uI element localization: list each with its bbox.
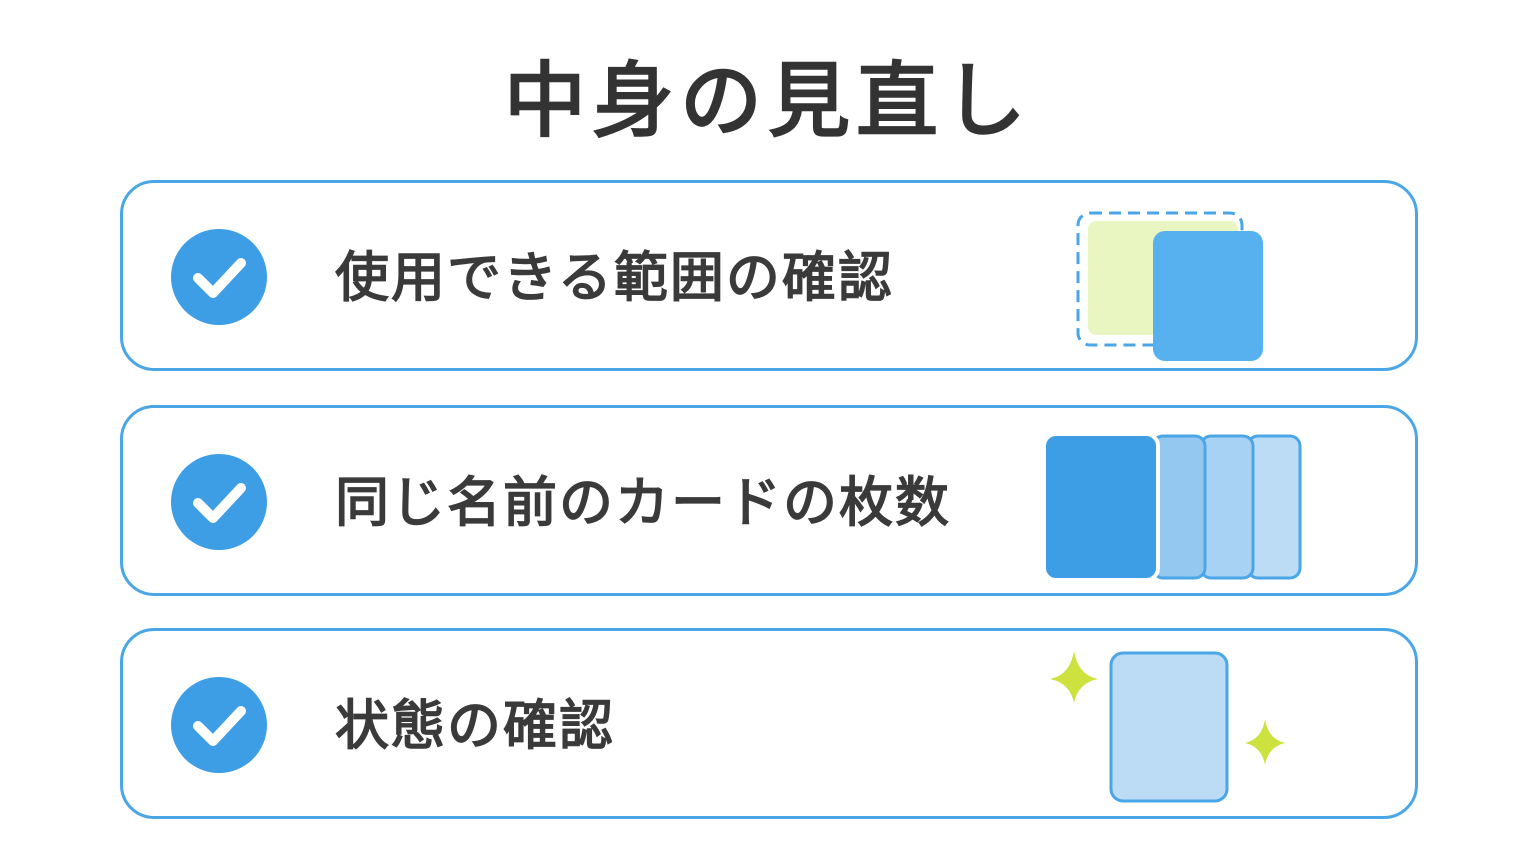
card-overlay-range-icon [1076, 211, 1263, 361]
check-icon [171, 454, 267, 550]
sparkle-card-icon [1050, 651, 1285, 803]
card-stack-icon [1042, 432, 1302, 582]
checklist-item-label: 状態の確認 [335, 694, 615, 757]
check-icon [171, 229, 267, 325]
checklist-item-range: 使用できる範囲の確認 [120, 180, 1418, 371]
checklist-item-condition: 状態の確認 [120, 628, 1418, 819]
check-icon [171, 677, 267, 773]
checklist-item-label: 使用できる範囲の確認 [335, 246, 894, 309]
page-title: 中身の見直し [503, 54, 1032, 149]
checklist-item-count: 同じ名前のカードの枚数 [120, 405, 1418, 596]
checklist-item-label: 同じ名前のカードの枚数 [335, 471, 951, 534]
